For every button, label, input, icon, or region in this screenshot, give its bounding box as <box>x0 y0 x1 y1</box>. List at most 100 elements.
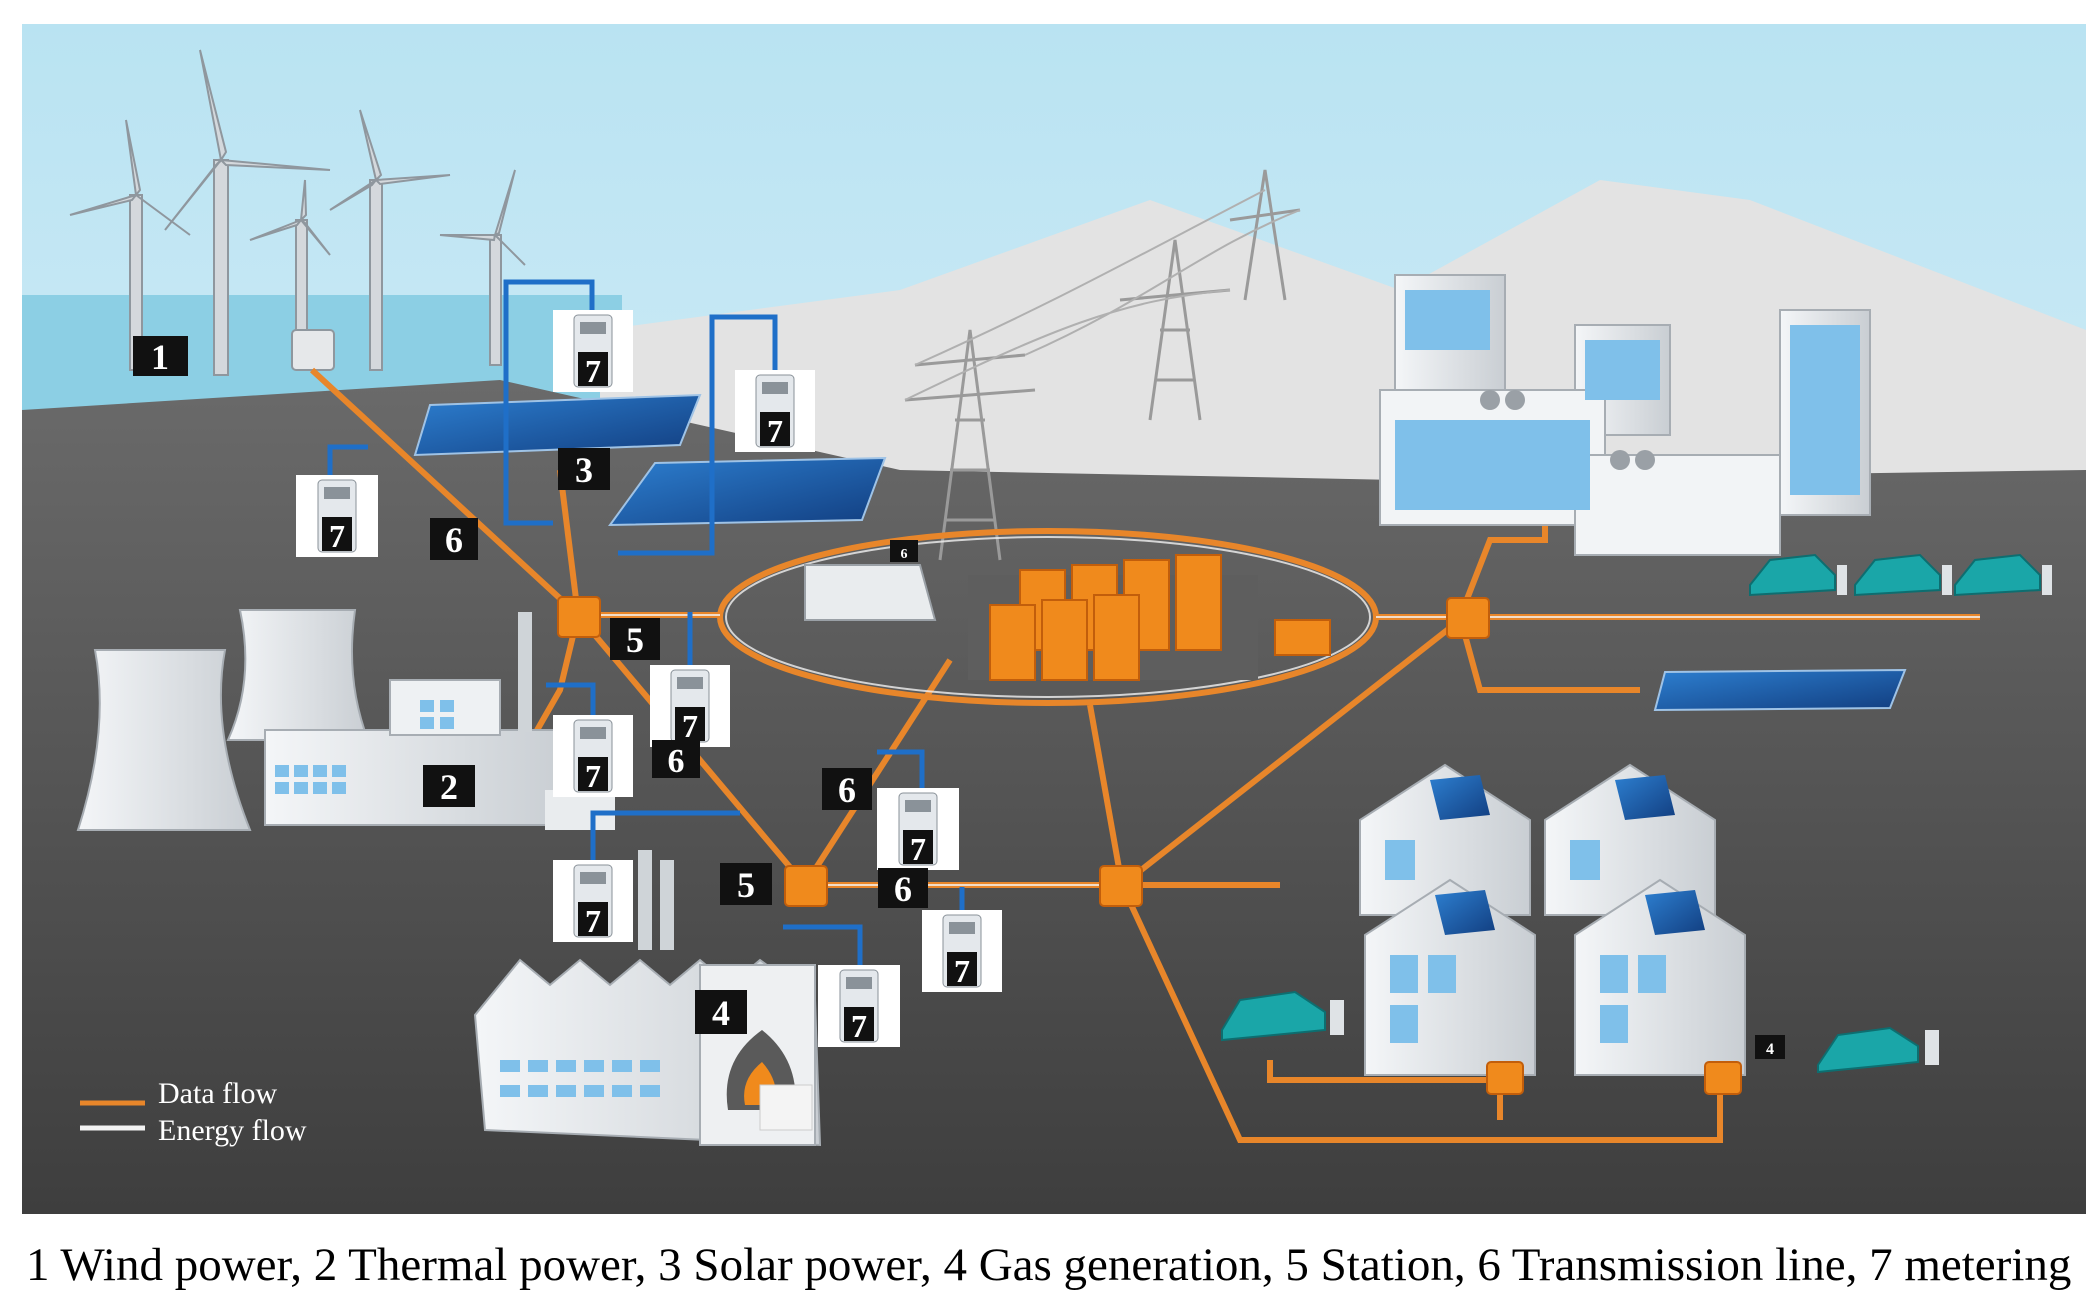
line-east-solar <box>1457 616 1640 693</box>
thermal-windows <box>275 700 454 794</box>
solar-panel-array <box>413 393 702 457</box>
legend-data-flow-label: Data flow <box>158 1077 277 1110</box>
energy-storage: 6 <box>804 540 1331 681</box>
battery-units <box>989 554 1222 681</box>
meter-number: 7 <box>585 353 601 389</box>
control-building <box>804 564 937 621</box>
station-label-upper-badge: 5 <box>610 618 660 660</box>
data-link-wind <box>327 444 368 475</box>
energy-lines <box>578 536 1980 886</box>
line-house-meter <box>1267 1060 1503 1120</box>
meter-display <box>846 977 872 989</box>
wind-farm <box>69 49 526 376</box>
wind-power-label-badge: 1 <box>133 336 188 377</box>
meter-display <box>905 800 931 812</box>
data-link-solar-right <box>618 314 778 556</box>
car-icon <box>1954 553 2041 597</box>
station-house <box>1486 1061 1524 1095</box>
wind-turbine <box>69 119 191 371</box>
meter-gas-left: 7 <box>553 860 633 942</box>
transmission-line-label-nw: 6 <box>445 520 463 560</box>
data-link-solar-top <box>503 279 595 526</box>
solar-farm <box>413 393 1907 712</box>
wind-turbine <box>329 109 451 371</box>
meter-solar-right: 7 <box>735 370 815 452</box>
solar-panel-array <box>608 456 887 527</box>
line-hub-east <box>1120 617 1462 888</box>
meter-number: 7 <box>329 518 345 554</box>
transmission-line-label-south: 6 <box>894 869 912 909</box>
storage-label-badge <box>890 540 918 562</box>
station-east <box>1446 597 1490 639</box>
line-lower-station-ring <box>802 658 953 887</box>
storage-label: 6 <box>901 547 908 562</box>
station-label-lower-badge: 5 <box>720 863 772 905</box>
residential-houses: 4 <box>1359 763 1785 1076</box>
car-icon <box>1817 1026 1919 1074</box>
meter-number: 7 <box>585 758 601 794</box>
office-windows <box>1395 290 1860 510</box>
car-icon <box>1854 553 1941 597</box>
meter-number: 7 <box>910 831 926 867</box>
data-link-thermal <box>546 682 596 715</box>
wind-power-label: 1 <box>151 337 169 377</box>
office-block <box>1574 454 1781 556</box>
line-ring-hub <box>1087 704 1125 886</box>
meter-number: 7 <box>682 708 698 744</box>
gas-plant-box <box>759 1084 813 1131</box>
meter-display <box>677 677 703 689</box>
rooftop-solar <box>1430 775 1705 935</box>
meter-display <box>580 322 606 334</box>
line-wind-station <box>309 367 581 618</box>
station-upper <box>557 596 601 638</box>
meter-display <box>580 727 606 739</box>
meter-number: 7 <box>851 1008 867 1044</box>
transmission-line-label-east-badge: 6 <box>822 768 872 810</box>
transmission-line-label-south-badge: 6 <box>878 868 928 909</box>
meter-thermal: 7 <box>553 715 633 797</box>
line-hub-houses <box>1119 883 1723 1143</box>
house-windows <box>1385 840 1666 1043</box>
wind-turbine <box>439 169 526 366</box>
overhead-wires <box>904 189 1301 401</box>
meter-number: 7 <box>954 953 970 989</box>
transmission-tower-front <box>904 329 1036 561</box>
transmission-line-label-mid-badge: 6 <box>652 740 700 780</box>
car-icon <box>1221 990 1326 1042</box>
gas-generation-label-badge: 4 <box>695 990 747 1034</box>
meter-number: 7 <box>767 413 783 449</box>
figure-caption: 1 Wind power, 2 Thermal power, 3 Solar p… <box>26 1239 2072 1291</box>
gas-generation-label: 4 <box>712 993 730 1033</box>
legend: Data flow Energy flow <box>80 1077 307 1147</box>
car-icon <box>1749 553 1836 597</box>
meters: 7 7 7 7 7 <box>296 310 1002 1047</box>
number-labels: 1 3 6 5 2 6 6 5 <box>133 336 928 1034</box>
data-link-gas-right <box>783 924 863 970</box>
meter-number: 7 <box>585 903 601 939</box>
thermal-power-label: 2 <box>440 767 458 807</box>
meter-display <box>580 872 606 884</box>
station-lower <box>784 865 828 907</box>
transmission-line-label-mid: 6 <box>668 743 685 780</box>
meter-east: 7 <box>877 788 959 870</box>
mountains <box>600 180 2086 520</box>
station-label-upper: 5 <box>626 620 644 660</box>
solar-power-label-badge: 3 <box>558 448 610 490</box>
meter-display <box>324 487 350 499</box>
cooling-tower <box>226 609 370 741</box>
data-link-gas-left <box>590 810 740 862</box>
power-towers <box>904 169 1301 561</box>
thermal-plant-building <box>264 729 566 826</box>
meter-station-upper: 7 <box>650 665 730 747</box>
thermal-power-label-badge: 2 <box>423 765 475 807</box>
electric-cars <box>1221 553 2041 1074</box>
data-link-east <box>877 749 925 790</box>
meter-display <box>762 382 788 394</box>
solar-panel-array <box>1653 668 1907 712</box>
hvac-units <box>1480 390 1655 470</box>
meter-wind: 7 <box>296 475 378 557</box>
charging-posts <box>1330 565 2052 1065</box>
meter-gas-right: 7 <box>818 965 900 1047</box>
cooling-tower <box>76 649 252 831</box>
